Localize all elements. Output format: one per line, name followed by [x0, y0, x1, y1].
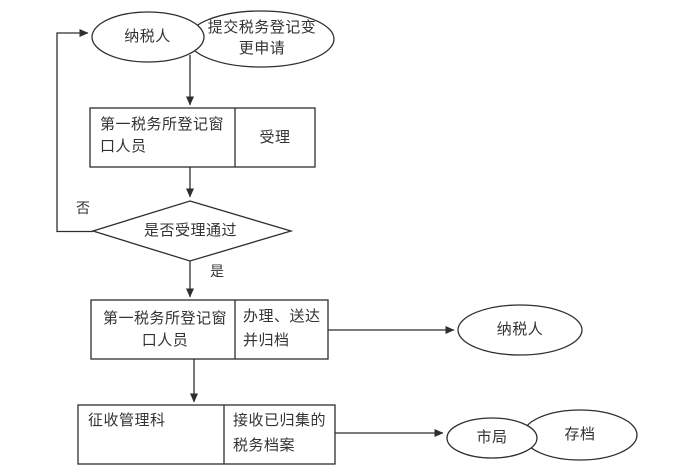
decision-label: 是否受理通过	[143, 223, 237, 239]
taxpayer-start-ellipse	[91, 11, 205, 63]
archive-actor-label: 征收管理科	[88, 413, 166, 429]
decision-no-label: 否	[76, 202, 91, 217]
archive-label: 存档	[564, 427, 596, 443]
accept-action-label: 受理	[259, 129, 291, 146]
submit-request-label: 提交税务登记变 更申请	[207, 20, 317, 57]
city-bureau-ellipse	[446, 417, 538, 459]
archive-action-label: 接收已归集的 税务档案	[233, 413, 327, 454]
taxpayer-start-label: 纳税人	[124, 29, 171, 45]
accept-actor-label: 第一税务所登记窗 口人员	[100, 117, 225, 155]
no-feedback-connector	[56, 29, 93, 233]
taxpayer-result-label: 纳税人	[496, 322, 544, 338]
process-step-rect	[90, 299, 329, 360]
process-action-label: 办理、送达 并归档	[243, 309, 321, 349]
city-bureau-label: 市局	[476, 430, 508, 446]
archive-step-rect	[77, 404, 336, 465]
process-actor-label: 第一税务所登记窗 口人员	[102, 311, 227, 349]
taxpayer-result-ellipse	[457, 304, 583, 356]
accept-step-rect	[89, 107, 316, 168]
decision-yes-label: 是	[210, 265, 225, 280]
